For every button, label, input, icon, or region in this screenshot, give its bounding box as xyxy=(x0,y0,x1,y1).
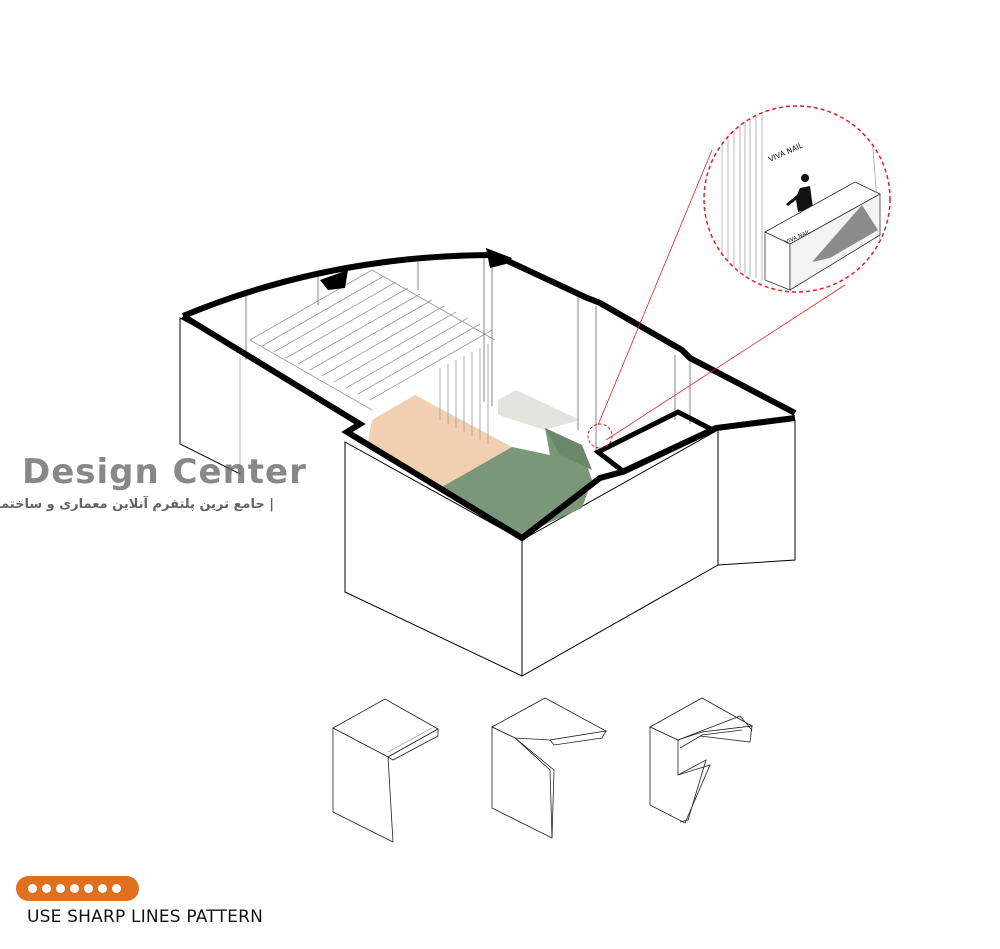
callout-bubble xyxy=(703,105,891,293)
fold-study-2 xyxy=(491,697,608,839)
floor-base xyxy=(188,255,790,535)
grey-floor-zone xyxy=(498,390,580,430)
legend-dot xyxy=(42,884,51,893)
legend-dot xyxy=(112,884,121,893)
callout-target-circle xyxy=(587,423,613,449)
legend-dot xyxy=(56,884,65,893)
building-mass xyxy=(179,317,796,677)
fold-study-1 xyxy=(332,698,439,843)
legend-dot xyxy=(84,884,93,893)
legend-dot xyxy=(28,884,37,893)
legend-caption: USE SHARP LINES PATTERN xyxy=(27,907,264,927)
callout: VIVA NAIL VIVA NAIL xyxy=(587,105,891,449)
reception-desk-fold xyxy=(812,205,878,262)
slat-panels xyxy=(249,269,496,444)
right-outer-face xyxy=(717,419,796,566)
watermark-title: Design Center xyxy=(22,452,307,492)
fold-study-3 xyxy=(649,697,754,824)
legend-dot xyxy=(70,884,79,893)
watermark-subtitle: | جامع ترین پلتفرم آنلاین معماری و ساختم… xyxy=(0,497,274,512)
legend-dot xyxy=(98,884,107,893)
person-silhouette xyxy=(786,174,813,212)
walls xyxy=(181,252,797,542)
interior-columns xyxy=(245,256,691,450)
legend-pill xyxy=(16,876,139,901)
wall-recesses xyxy=(320,248,512,290)
green-desk-top xyxy=(545,428,592,470)
